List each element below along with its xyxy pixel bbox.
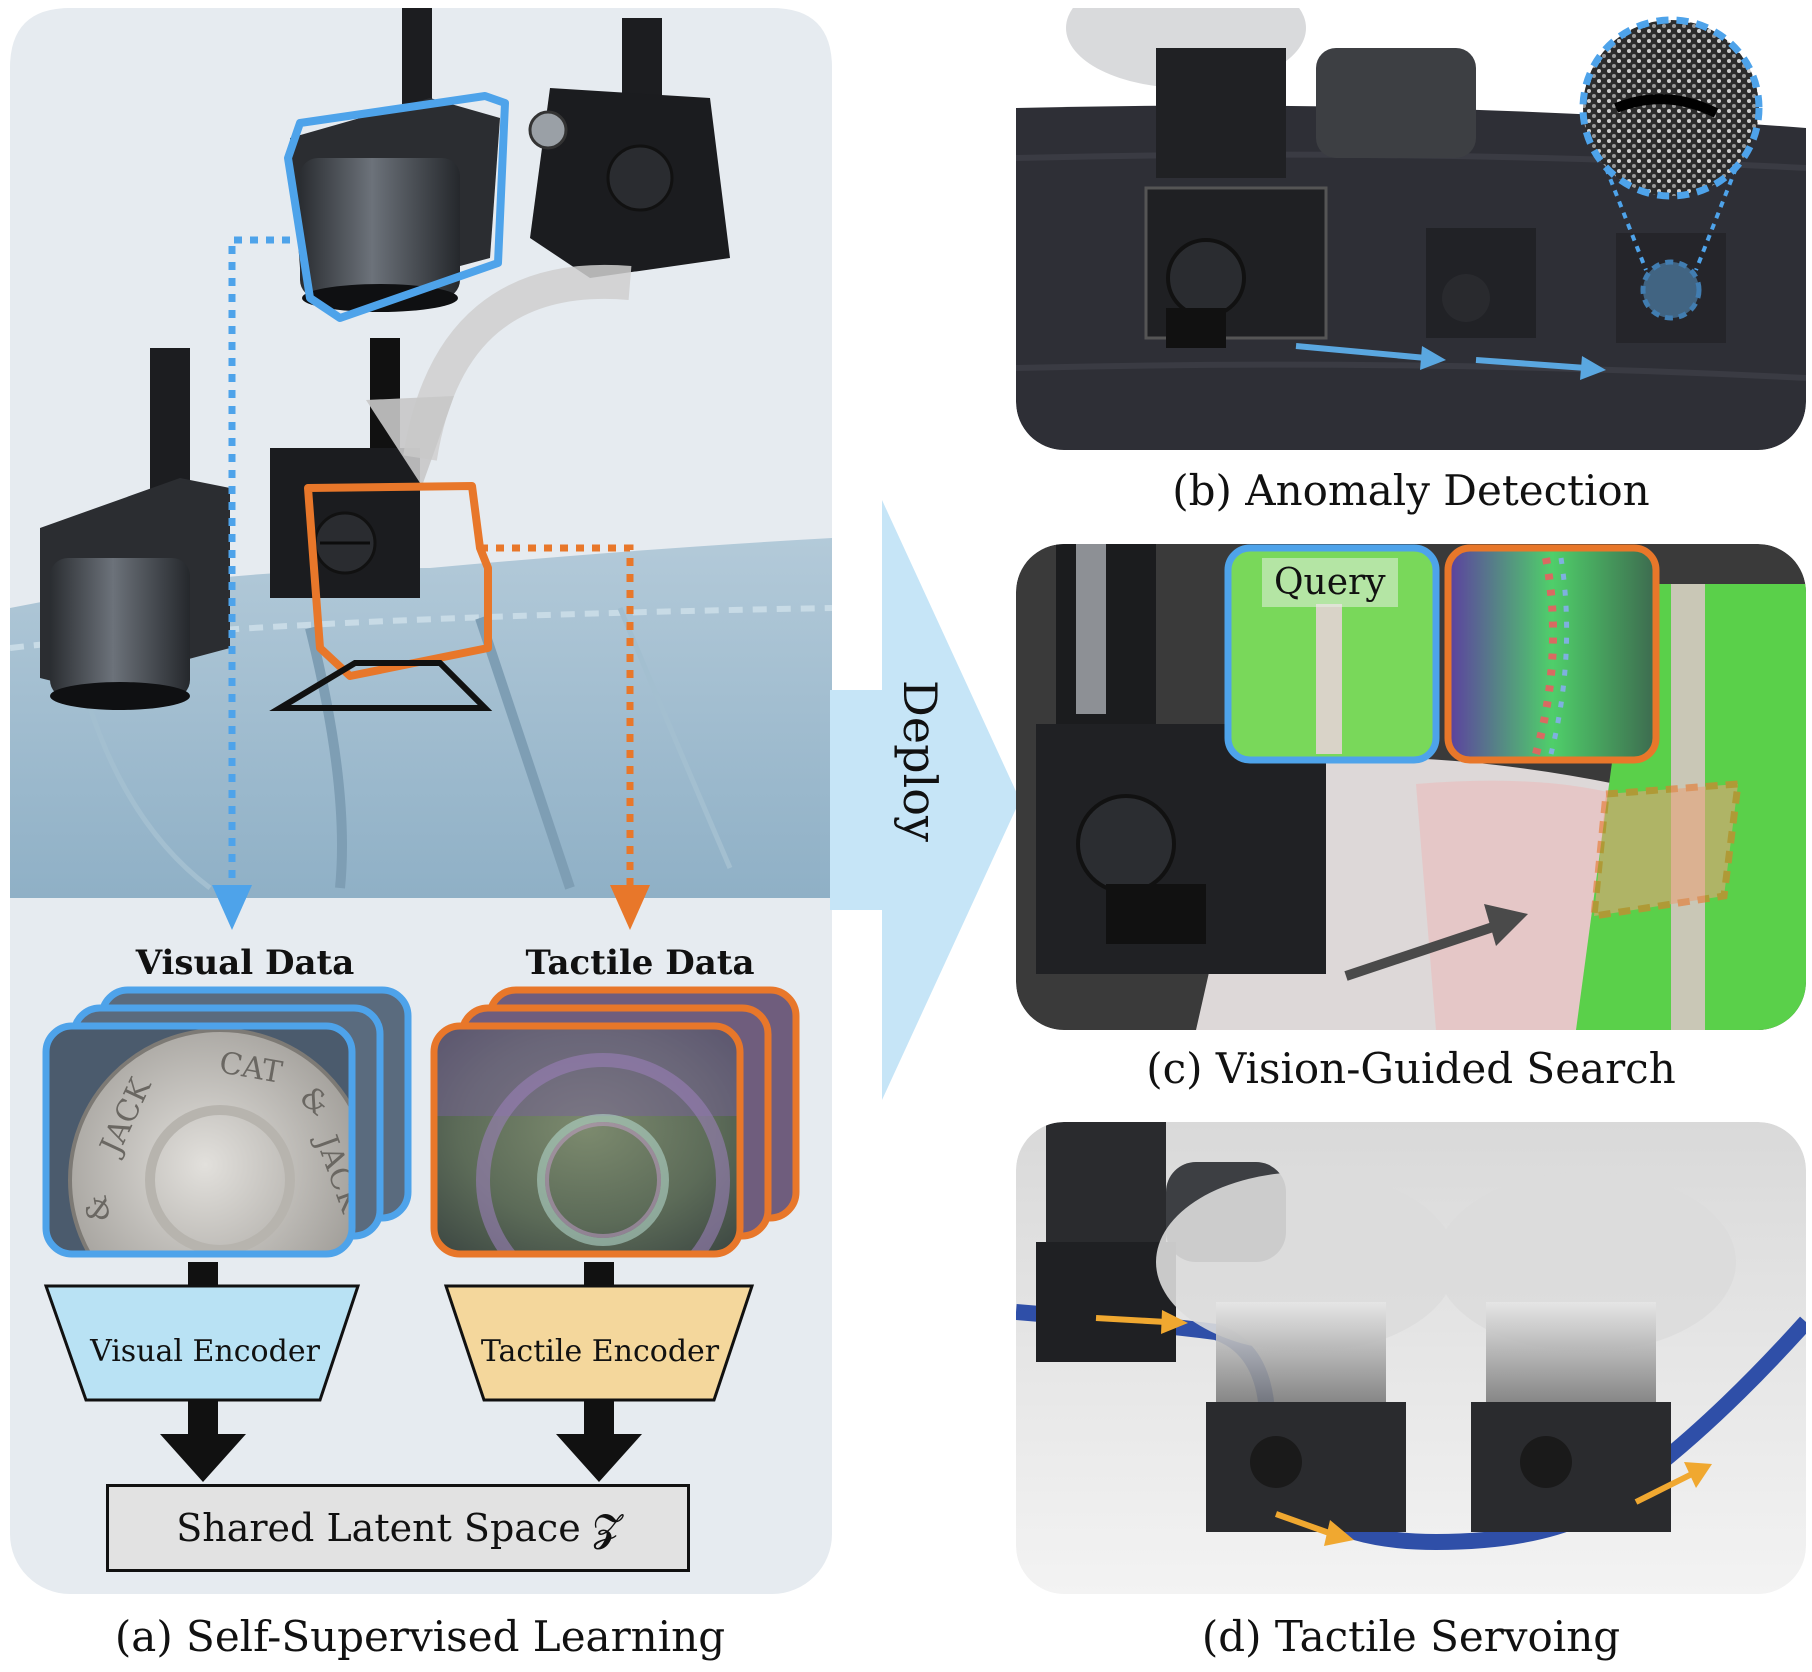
tactile-encoder-label: Tactile Encoder: [480, 1334, 720, 1369]
visual-data-stack: JACK CAT & JACK &: [42, 986, 412, 1258]
shared-latent-space-label: Shared Latent Space 𝓩: [176, 1505, 620, 1550]
coin-text-5: &: [79, 1192, 118, 1224]
panel-a-photo: [10, 8, 832, 898]
caption-d: (d) Tactile Servoing: [1201, 1612, 1621, 1661]
visual-dotted-arrow: [228, 236, 290, 890]
caption-b: (b) Anomaly Detection: [1172, 466, 1650, 515]
panel-a-connectors: [212, 236, 650, 930]
visual-down-arrow: [160, 1434, 246, 1482]
deploy-label: Deploy: [893, 680, 947, 842]
panel-b-photo: [1016, 8, 1806, 450]
caption-c: (c) Vision-Guided Search: [1146, 1044, 1676, 1093]
tactile-dotted-arrow: [480, 544, 634, 890]
panel-d-photo: [1016, 1122, 1806, 1594]
visual-connector-bar: [188, 1262, 218, 1286]
panel-c-photo: [1016, 544, 1806, 1030]
visual-arrow-head: [212, 885, 252, 930]
tactile-connector-bar: [584, 1262, 614, 1286]
tactile-data-stack: [430, 986, 800, 1258]
visual-encoder-label: Visual Encoder: [90, 1334, 320, 1369]
query-label: Query: [1262, 558, 1398, 607]
encoders-diagram: [43, 1262, 755, 1482]
caption-a: (a) Self-Supervised Learning: [114, 1612, 726, 1661]
deploy-arrow: [830, 500, 1020, 1100]
visual-data-title: Visual Data: [135, 943, 355, 983]
tactile-encoder-shape: [443, 1284, 755, 1402]
shared-latent-space-box: Shared Latent Space 𝓩: [106, 1484, 690, 1572]
tactile-down-arrow: [556, 1434, 642, 1482]
tactile-data-title: Tactile Data: [525, 943, 755, 983]
query-label-wrap: Query: [1262, 558, 1398, 607]
visual-encoder-shape: [43, 1284, 361, 1402]
tactile-arrow-head: [610, 885, 650, 930]
